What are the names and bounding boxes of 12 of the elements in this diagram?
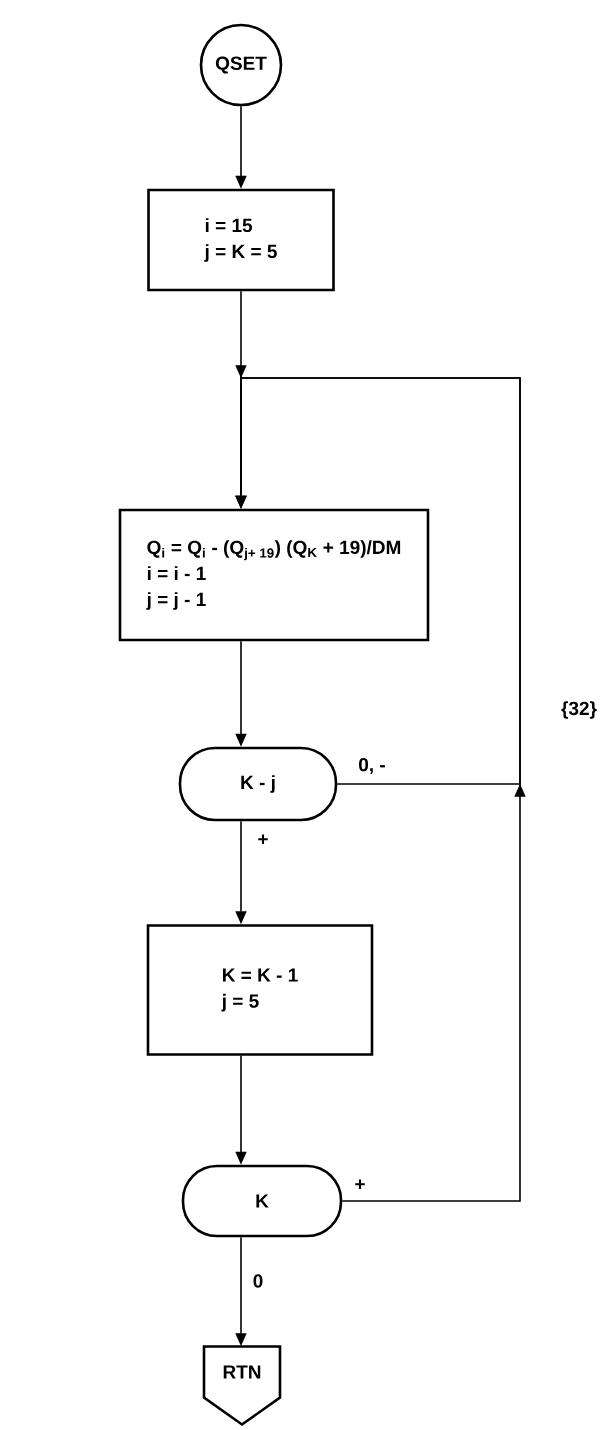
return-connector: RTN bbox=[202, 1345, 282, 1427]
edge-label: + bbox=[256, 833, 270, 847]
edge-label: 0 bbox=[251, 1273, 265, 1289]
arrow bbox=[235, 377, 521, 1202]
process-box: Q$_{i}$ = Q$_{i}$ - (Q$_{j+ 19}$) (Q$_{K}$ + 19)/DM i = i - 1 j = j - 1 bbox=[118, 508, 430, 642]
edge-label: 0, - bbox=[357, 756, 387, 776]
process-box: K = K - 1 j = 5 bbox=[146, 924, 374, 1056]
reference-number: {32} bbox=[561, 701, 597, 719]
decision-terminal: K bbox=[181, 1164, 343, 1238]
edge-label: + bbox=[353, 1178, 367, 1192]
process-box: i = 15 j = K = 5 bbox=[147, 188, 335, 292]
decision-terminal: K - j bbox=[178, 746, 338, 822]
